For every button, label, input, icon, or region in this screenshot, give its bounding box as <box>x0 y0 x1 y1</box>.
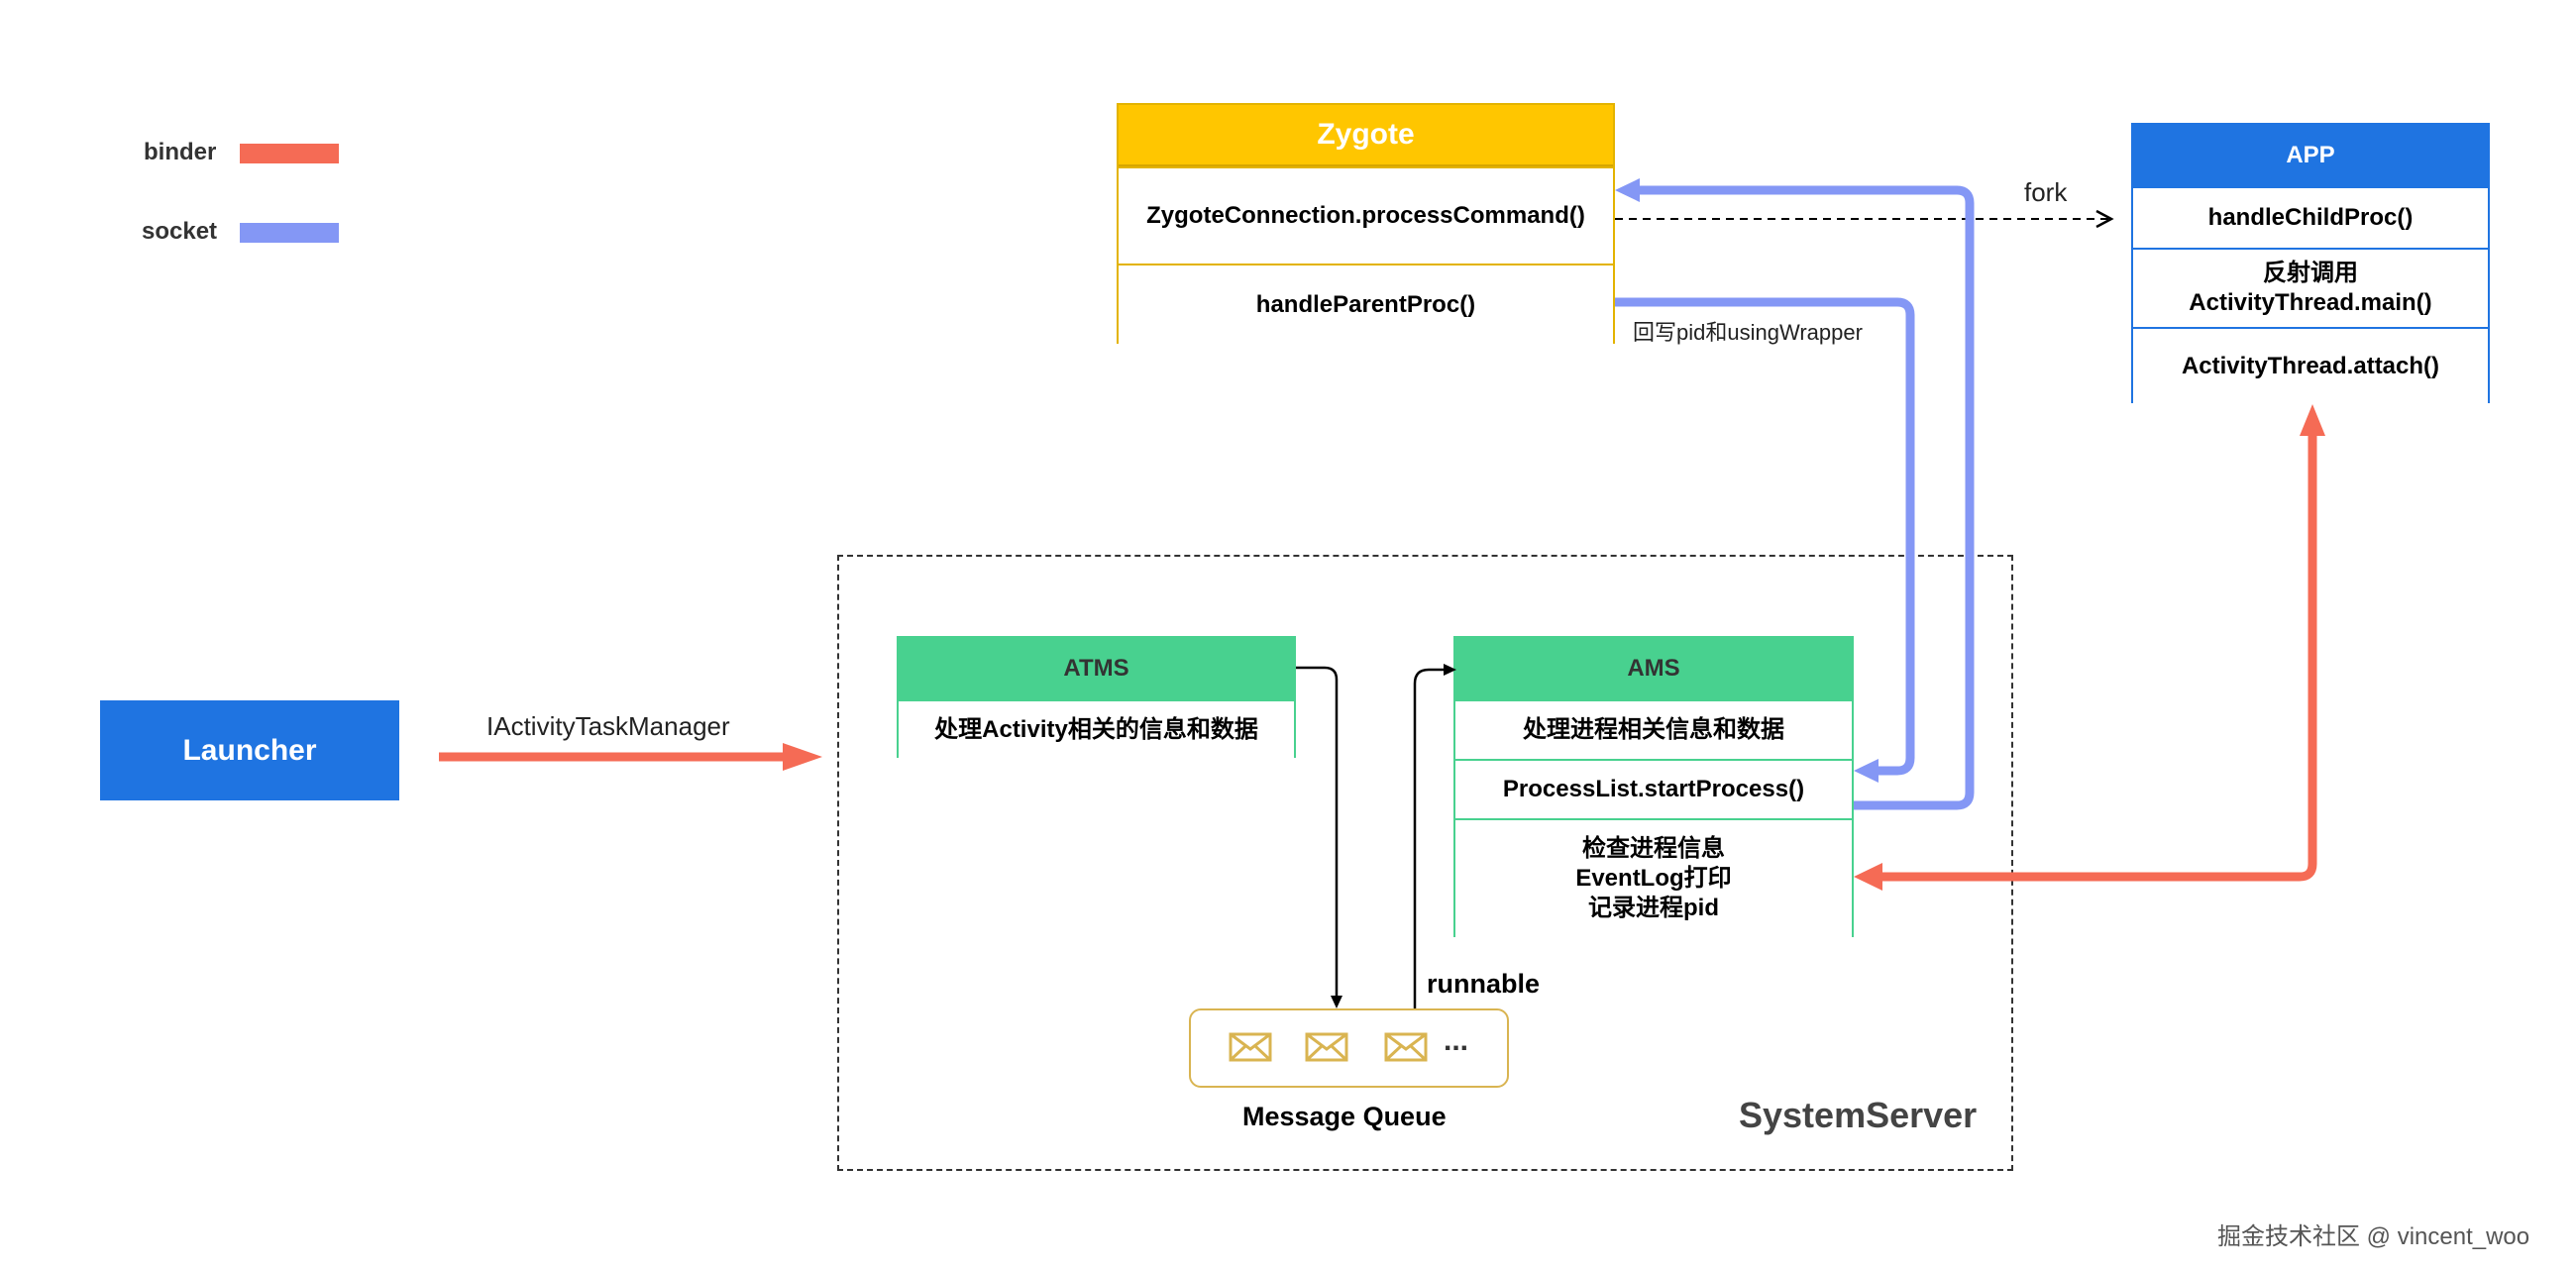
ams-start-process: ProcessList.startProcess() <box>1455 759 1852 818</box>
ams-box: AMS 处理进程相关信息和数据 ProcessList.startProcess… <box>1453 636 1854 937</box>
legend-binder-swatch <box>240 144 339 163</box>
iactivitytaskmanager-label: IActivityTaskManager <box>486 711 730 741</box>
envelope-icon <box>1305 1032 1348 1062</box>
app-activity-thread-attach: ActivityThread.attach() <box>2133 327 2488 403</box>
zygote-box: Zygote ZygoteConnection.processCommand()… <box>1117 103 1615 344</box>
message-queue-more: ... <box>1444 1024 1469 1057</box>
atms-title: ATMS <box>899 638 1294 699</box>
app-handle-child-proc: handleChildProc() <box>2133 186 2488 248</box>
socket-writeback-line <box>1615 297 1915 776</box>
binder-attach-arrowhead-left <box>1854 863 1882 891</box>
message-queue-box: ... <box>1189 1008 1509 1088</box>
watermark: 掘金技术社区 @ vincent_woo <box>2217 1223 2530 1250</box>
zygote-handle-parent-proc: handleParentProc() <box>1119 264 1613 344</box>
app-box: APP handleChildProc() 反射调用 ActivityThrea… <box>2131 123 2490 403</box>
ams-check-process: 检查进程信息 EventLog打印 记录进程pid <box>1455 818 1852 937</box>
queue-to-ams-arrowhead <box>1444 664 1456 676</box>
binder-attach-line <box>1882 436 2317 882</box>
writeback-label: 回写pid和usingWrapper <box>1633 320 1863 345</box>
system-server-region <box>837 555 2013 1171</box>
fork-label: fork <box>2024 177 2068 207</box>
launcher-box: Launcher <box>100 700 399 800</box>
legend-socket-swatch <box>240 223 339 243</box>
ams-eventlog: EventLog打印 <box>1575 865 1732 892</box>
zygote-title: Zygote <box>1119 105 1613 166</box>
binder-attach-arrowhead-up <box>2300 404 2325 436</box>
runnable-label: runnable <box>1427 969 1541 999</box>
atms-desc: 处理Activity相关的信息和数据 <box>899 699 1294 758</box>
ams-desc: 处理进程相关信息和数据 <box>1455 699 1852 759</box>
atms-to-queue-arrowhead <box>1331 996 1342 1008</box>
app-title: APP <box>2133 125 2488 186</box>
legend-socket-label: socket <box>142 218 218 245</box>
atms-to-queue-line <box>1296 666 1339 996</box>
legend-binder-label: binder <box>144 139 217 165</box>
app-reflect-label: 反射调用 <box>2263 260 2358 286</box>
envelope-icon <box>1229 1032 1272 1062</box>
ams-record-pid: 记录进程pid <box>1588 895 1719 921</box>
fork-arrowhead <box>2095 209 2114 229</box>
message-queue-label: Message Queue <box>1242 1102 1447 1131</box>
atms-box: ATMS 处理Activity相关的信息和数据 <box>897 636 1296 758</box>
socket-start-process-line <box>1640 185 1975 810</box>
ams-check-info: 检查进程信息 <box>1582 835 1725 862</box>
system-server-label: SystemServer <box>1739 1095 1978 1135</box>
envelope-icon <box>1384 1032 1428 1062</box>
zygote-process-command: ZygoteConnection.processCommand() <box>1119 166 1613 264</box>
socket-start-process-arrowhead <box>1615 178 1640 202</box>
launcher-binder-arrowhead <box>783 743 822 771</box>
app-reflect-main: 反射调用 ActivityThread.main() <box>2133 248 2488 327</box>
app-activity-thread-main: ActivityThread.main() <box>2189 289 2432 316</box>
ams-title: AMS <box>1455 638 1852 699</box>
queue-to-ams-line <box>1413 668 1444 1008</box>
socket-writeback-arrowhead <box>1854 759 1878 783</box>
